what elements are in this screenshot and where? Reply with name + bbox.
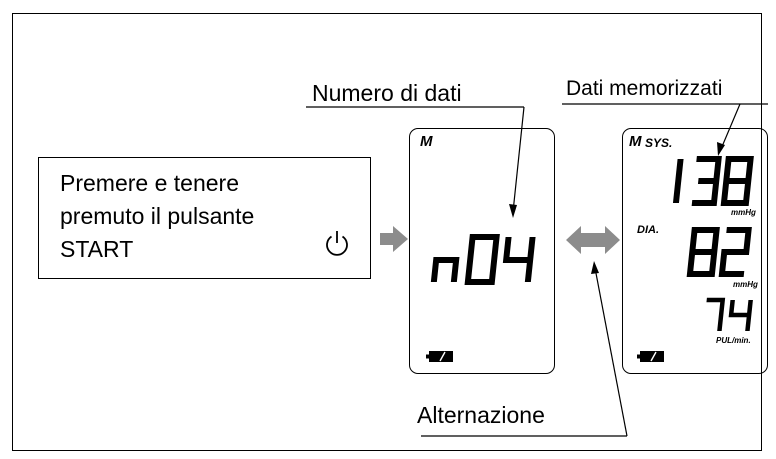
alternation-leader xyxy=(594,267,628,437)
alternation-arrowhead xyxy=(591,261,599,274)
sys-label: SYS. xyxy=(645,136,673,150)
data-number-arrowhead xyxy=(509,204,517,218)
data-number-leader xyxy=(512,106,525,213)
diagram-frame xyxy=(12,13,762,451)
diastolic-unit: mmHg xyxy=(733,280,758,289)
double-arrow-icon xyxy=(566,226,620,254)
pulse-reading xyxy=(706,297,753,331)
battery-icon xyxy=(637,351,664,362)
alternation-label: Alternazione xyxy=(417,402,545,428)
diastolic-reading xyxy=(686,227,752,277)
memory-icon: M xyxy=(629,133,642,150)
systolic-reading xyxy=(672,156,754,206)
data-number-label: Numero di dati xyxy=(312,80,462,106)
stored-data-label: Dati memorizzati xyxy=(566,77,723,100)
lcd-reading-n04 xyxy=(430,234,536,285)
lcd-display-stored-data: M SYS. DIA. mmHg mmHg PUL/min. xyxy=(622,128,768,374)
instruction-box: Premere e tenere premuto il pulsante STA… xyxy=(38,157,371,279)
instruction-line-2: premuto il pulsante xyxy=(60,203,255,229)
lcd-display-data-number: M xyxy=(409,128,555,374)
instruction-line-1: Premere e tenere xyxy=(60,170,239,196)
systolic-unit: mmHg xyxy=(731,208,756,217)
battery-icon xyxy=(426,351,453,362)
arrow-right-icon xyxy=(380,226,408,252)
stored-data-leader xyxy=(720,103,741,150)
stored-data-arrowhead xyxy=(717,142,725,156)
pulse-unit: PUL/min. xyxy=(716,336,751,345)
memory-icon: M xyxy=(420,133,433,150)
instruction-line-3: START xyxy=(60,236,134,262)
power-icon xyxy=(326,231,348,256)
dia-label: DIA. xyxy=(637,224,659,236)
